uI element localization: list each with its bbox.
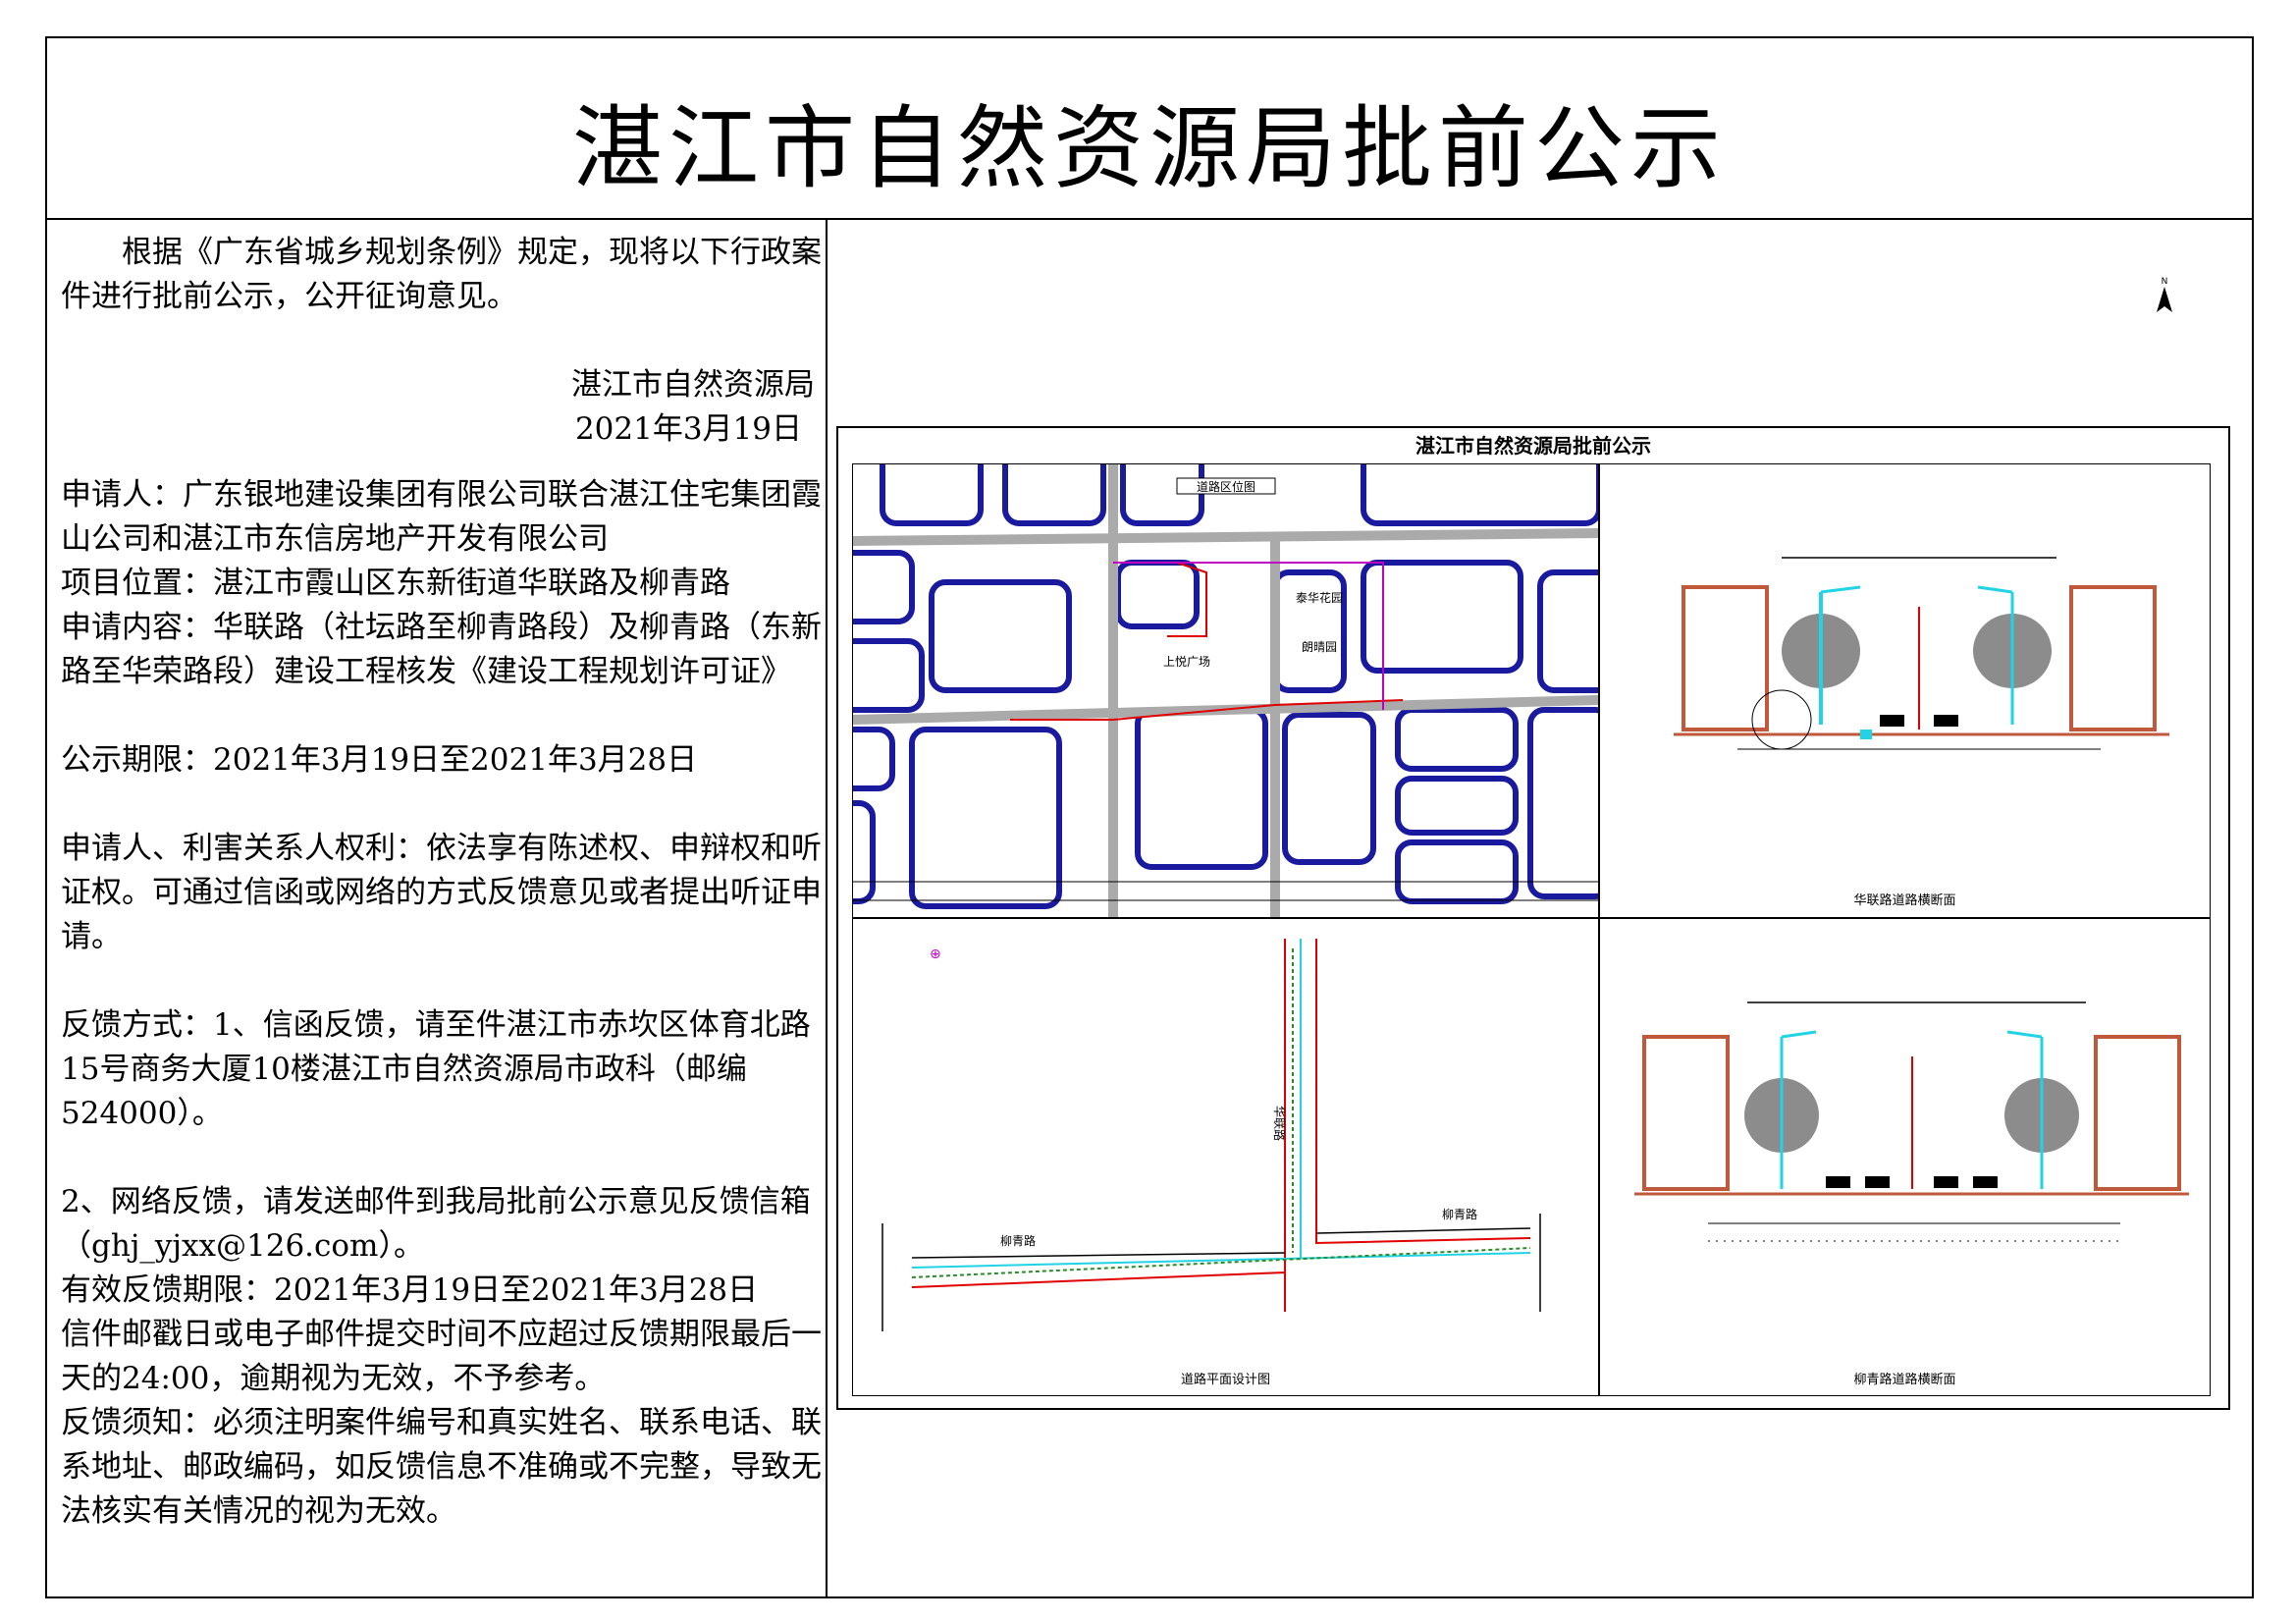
road-plan-label-1: 柳青路 bbox=[1000, 1233, 1036, 1248]
issuer: 湛江市自然资源局 bbox=[571, 367, 815, 403]
title-row: 湛江市自然资源局批前公示 bbox=[47, 38, 2252, 220]
liuqing-cross-section-drawing bbox=[1634, 1001, 2189, 1242]
feedback-notice: 反馈须知：必须注明案件编号和真实姓名、联系电话、联系地址、邮政编码，如反馈信息不… bbox=[61, 1405, 822, 1529]
plan-drawing: 湛江市自然资源局批前公示 bbox=[836, 426, 2230, 1410]
compass-icon: ⊕ bbox=[930, 947, 941, 962]
location-map-label-2: 泰华花园 bbox=[1296, 590, 1343, 605]
location-map-label-1: 上悦广场 bbox=[1163, 655, 1210, 669]
issue-date: 2021年3月19日 bbox=[574, 411, 802, 447]
liuqing-cross-section-panel: 柳青路道路横断面 bbox=[1599, 918, 2211, 1396]
liuqing-cross-section-caption: 柳青路道路横断面 bbox=[1853, 1373, 1956, 1387]
hualian-cross-section-caption: 华联路道路横断面 bbox=[1853, 893, 1956, 908]
road-plan-panel: 柳青路 柳青路 华联路 ⊕ 道路平面设计图 bbox=[852, 918, 1599, 1396]
postmark-rule: 信件邮戳日或电子邮件提交时间不应超过反馈期限最后一天的24:00，逾期视为无效，… bbox=[61, 1317, 822, 1396]
location-map-panel: 道路区位图 上悦广场 泰华花园 朗晴园 bbox=[852, 463, 1599, 918]
plan-title: 湛江市自然资源局批前公示 bbox=[1415, 434, 1651, 458]
application-content: 申请内容：华联路（社坛路至柳青路段）及柳青路（东新路至华荣路段）建设工程核发《建… bbox=[61, 610, 822, 689]
location-map-caption: 道路区位图 bbox=[1197, 479, 1255, 494]
party-rights: 申请人、利害关系人权利：依法享有陈述权、申辩权和听证权。可通过信函或网络的方式反… bbox=[61, 831, 822, 954]
notice-frame: 湛江市自然资源局批前公示 根据《广东省城乡规划条例》规定，现将以下行政案件进行批… bbox=[45, 36, 2254, 1598]
feedback-email: 2、网络反馈，请发送邮件到我局批前公示意见反馈信箱（ghj_yjxx@126.c… bbox=[61, 1184, 811, 1264]
notice-text: 根据《广东省城乡规划条例》规定，现将以下行政案件进行批前公示，公开征询意见。 湛… bbox=[61, 231, 836, 1534]
notice-period: 公示期限：2021年3月19日至2021年3月28日 bbox=[61, 742, 698, 778]
column-divider bbox=[826, 218, 828, 1596]
applicant: 申请人：广东银地建设集团有限公司联合湛江住宅集团霞山公司和湛江市东信房地产开发有… bbox=[61, 477, 822, 557]
location-map-label-3: 朗晴园 bbox=[1302, 640, 1337, 654]
road-plan-label-3: 华联路 bbox=[1272, 1106, 1287, 1141]
road-plan-label-2: 柳青路 bbox=[1442, 1207, 1477, 1221]
page-title: 湛江市自然资源局批前公示 bbox=[571, 96, 1727, 201]
valid-feedback-period: 有效反馈期限：2021年3月19日至2021年3月28日 bbox=[61, 1272, 759, 1308]
hualian-cross-section-drawing bbox=[1674, 557, 2169, 750]
north-arrow-icon: N bbox=[2157, 277, 2172, 312]
project-location: 项目位置：湛江市霞山区东新街道华联路及柳青路 bbox=[61, 566, 730, 601]
intro-text: 根据《广东省城乡规划条例》规定，现将以下行政案件进行批前公示，公开征询意见。 bbox=[61, 235, 822, 314]
feedback-letter: 反馈方式：1、信函反馈，请至件湛江市赤坎区体育北路15号商务大厦10楼湛江市自然… bbox=[61, 1007, 811, 1131]
road-plan-drawing: 柳青路 柳青路 华联路 ⊕ bbox=[881, 939, 1541, 1331]
hualian-cross-section-panel: 华联路道路横断面 bbox=[1599, 463, 2211, 918]
location-map-drawing: 道路区位图 上悦广场 泰华花园 朗晴园 bbox=[853, 464, 1598, 917]
svg-text:N: N bbox=[2162, 277, 2168, 287]
road-plan-caption: 道路平面设计图 bbox=[1180, 1373, 1270, 1387]
